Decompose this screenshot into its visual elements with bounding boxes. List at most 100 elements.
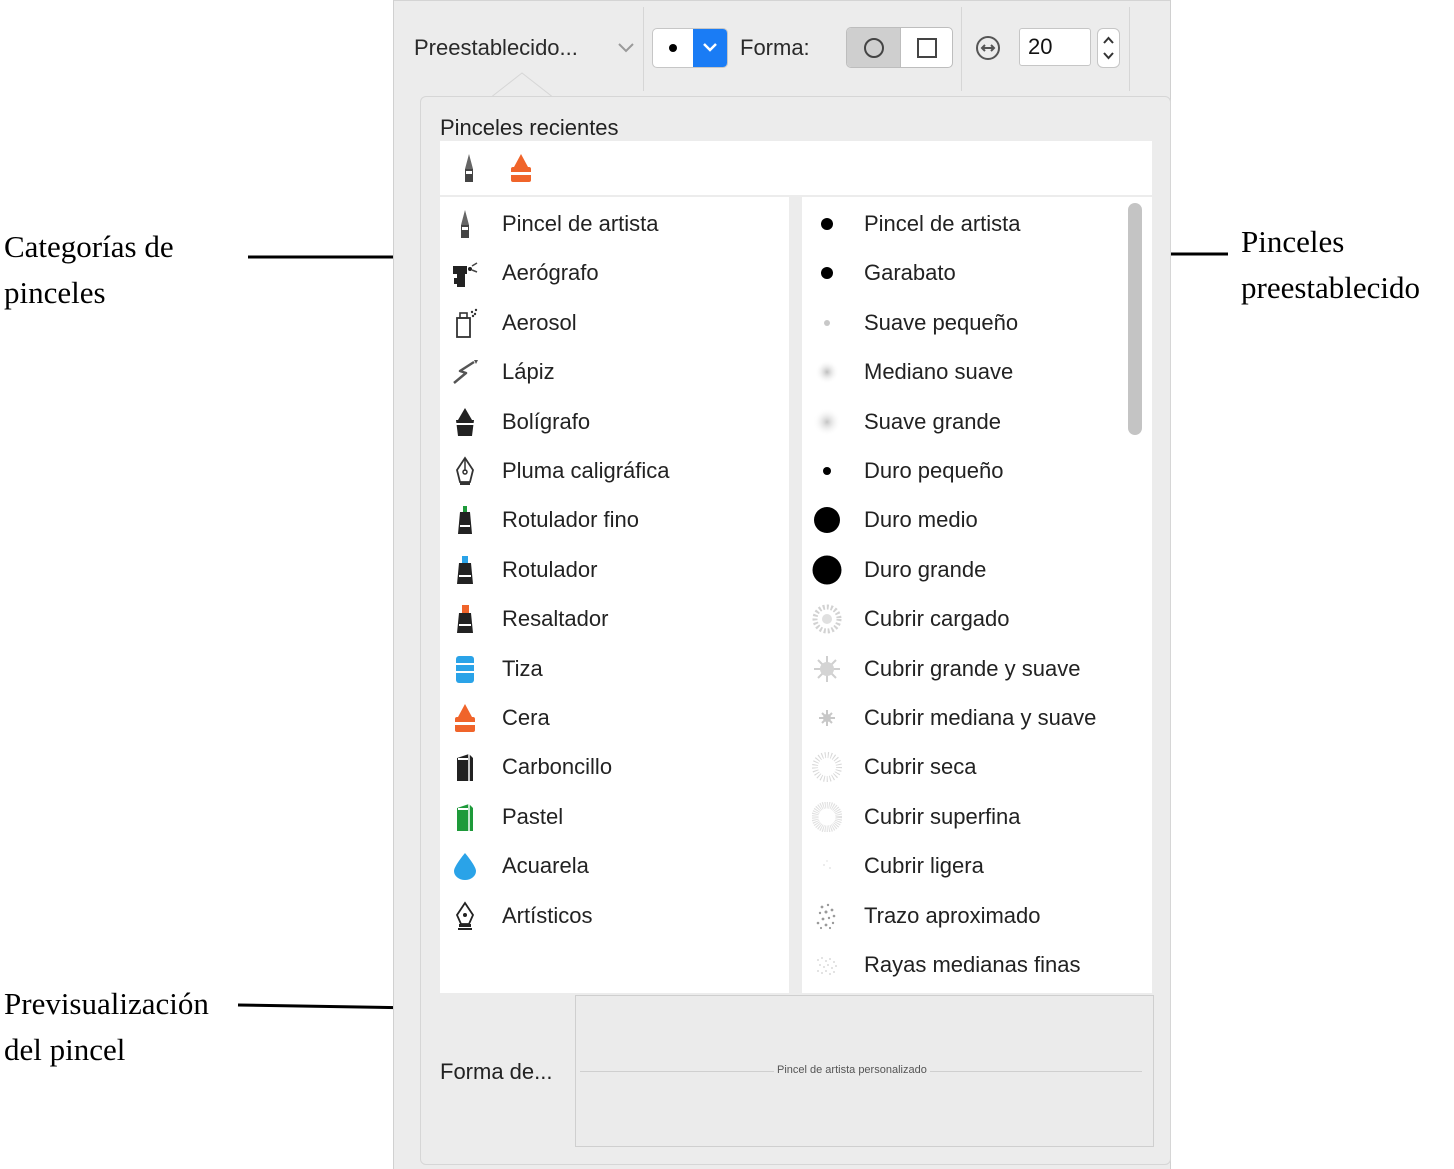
preset-item[interactable]: Duro pequeño bbox=[812, 451, 1003, 491]
nib-size-stepper[interactable] bbox=[1097, 28, 1120, 68]
brush-tip-dropdown-button[interactable] bbox=[693, 29, 727, 67]
category-item-label: Aerosol bbox=[502, 309, 577, 335]
hard-tiny-dot-icon bbox=[812, 456, 842, 486]
preset-dropdown[interactable]: Preestablecido... bbox=[414, 31, 578, 65]
recent-brushes-title: Pinceles recientes bbox=[440, 115, 619, 140]
shape-round-button[interactable] bbox=[847, 28, 901, 67]
category-item-label: Rotulador fino bbox=[502, 507, 639, 533]
preset-item[interactable]: Cubrir ligera bbox=[812, 846, 984, 886]
pastel-icon bbox=[450, 802, 480, 832]
chevron-down-icon[interactable] bbox=[616, 41, 636, 55]
airbrush-icon bbox=[450, 258, 480, 288]
preset-item[interactable]: Suave pequeño bbox=[812, 303, 1018, 343]
shape-square-button[interactable] bbox=[901, 28, 952, 67]
preset-item[interactable]: Duro grande bbox=[812, 550, 986, 590]
preview-caption: Pincel de artista personalizado bbox=[774, 1064, 930, 1076]
preset-item[interactable]: Cubrir grande y suave bbox=[812, 649, 1080, 689]
marker-icon bbox=[450, 555, 480, 585]
texture-loaded-icon bbox=[812, 604, 842, 634]
preset-item-label: Cubrir ligera bbox=[864, 853, 984, 879]
category-item[interactable]: Pluma caligráfica bbox=[450, 451, 670, 491]
texture-splat-medium-icon bbox=[812, 703, 842, 733]
preset-item[interactable]: Cubrir mediana y suave bbox=[812, 698, 1096, 738]
texture-rough-icon bbox=[812, 901, 842, 931]
hard-small-dot-icon bbox=[812, 258, 842, 288]
preset-item[interactable]: Cubrir cargado bbox=[812, 599, 1010, 639]
texture-superfine-icon bbox=[812, 801, 842, 832]
category-item-label: Lápiz bbox=[502, 359, 555, 385]
preset-item[interactable]: Mediano suave bbox=[812, 352, 1013, 392]
preset-item-label: Duro grande bbox=[864, 556, 987, 582]
preset-item-label: Mediano suave bbox=[864, 359, 1014, 385]
artistic-pen-icon bbox=[450, 900, 480, 931]
texture-splat-large-icon bbox=[812, 654, 842, 684]
brush-tip-dot-icon bbox=[669, 44, 677, 52]
crayon-icon bbox=[511, 154, 531, 182]
preset-item[interactable]: Duro medio bbox=[812, 500, 978, 540]
preset-item[interactable]: Trazo aproximado bbox=[812, 896, 1040, 936]
category-item-label: Aerógrafo bbox=[502, 260, 599, 286]
brush-tip-picker[interactable] bbox=[652, 28, 728, 68]
nib-size-input[interactable]: 20 bbox=[1019, 28, 1091, 66]
preset-item[interactable]: Suave grande bbox=[812, 402, 1001, 442]
recent-brush-item[interactable] bbox=[506, 153, 536, 183]
preset-item-label: Cubrir cargado bbox=[864, 606, 1010, 632]
category-item-label: Rotulador bbox=[502, 556, 598, 582]
category-item[interactable]: Aerógrafo bbox=[450, 253, 599, 293]
spray-can-icon bbox=[450, 308, 480, 338]
ballpoint-pen-icon bbox=[450, 407, 480, 437]
charcoal-icon bbox=[450, 752, 480, 782]
category-item[interactable]: Pastel bbox=[450, 797, 563, 837]
preset-item[interactable]: Cubrir seca bbox=[812, 747, 976, 787]
category-item-label: Tiza bbox=[502, 655, 543, 681]
texture-dry-icon bbox=[812, 752, 842, 783]
category-item[interactable]: Cera bbox=[450, 698, 550, 738]
preset-item-label: Duro pequeño bbox=[864, 458, 1004, 483]
artist-brush-icon bbox=[465, 154, 473, 182]
shape-label: Forma: bbox=[740, 35, 810, 60]
preset-item[interactable]: Cubrir superfina bbox=[812, 797, 1021, 837]
chevron-down-icon bbox=[703, 43, 717, 52]
category-item-label: Pluma caligráfica bbox=[502, 458, 670, 483]
category-item[interactable]: Carboncillo bbox=[450, 747, 612, 787]
category-item[interactable]: Bolígrafo bbox=[450, 402, 590, 442]
category-item[interactable]: Resaltador bbox=[450, 599, 608, 639]
preset-item[interactable]: Garabato bbox=[812, 253, 956, 293]
category-item[interactable]: Pincel de artista bbox=[450, 204, 659, 244]
callout-categories-line2: pinceles bbox=[4, 275, 106, 310]
soft-medium-dot-icon bbox=[812, 357, 842, 387]
preset-item-label: Cubrir seca bbox=[864, 754, 977, 780]
category-item-label: Cera bbox=[502, 705, 550, 730]
category-item[interactable]: Lápiz bbox=[450, 352, 555, 392]
callout-presets: Pinceles preestablecido bbox=[1241, 219, 1420, 311]
recent-brushes-list bbox=[440, 141, 1152, 195]
preset-item[interactable]: Rayas medianas finas bbox=[812, 945, 1080, 985]
callout-preview-line1: Previsualización bbox=[4, 986, 209, 1021]
preset-item-label: Suave grande bbox=[864, 408, 1001, 434]
artist-brush-icon bbox=[450, 209, 480, 239]
pencil-icon bbox=[450, 357, 480, 387]
nib-size-icon bbox=[976, 36, 1000, 60]
preset-list-scrollbar[interactable] bbox=[1128, 203, 1142, 435]
app-window: Preestablecido... Forma: bbox=[393, 0, 1171, 1169]
preset-item-label: Suave pequeño bbox=[864, 309, 1019, 335]
category-item[interactable]: Aerosol bbox=[450, 303, 577, 343]
chalk-icon bbox=[450, 654, 480, 684]
callout-presets-line2: preestablecido bbox=[1241, 270, 1421, 305]
recent-brush-item[interactable] bbox=[454, 153, 484, 183]
category-item[interactable]: Rotulador fino bbox=[450, 500, 639, 540]
callout-categories: Categorías de pinceles bbox=[4, 224, 174, 316]
category-item-label: Pincel de artista bbox=[502, 211, 659, 236]
hard-small-dot-icon bbox=[812, 209, 842, 239]
shape-segmented-control bbox=[846, 27, 953, 68]
preset-dropdown-label: Preestablecido... bbox=[414, 35, 578, 60]
hard-large-dot-icon bbox=[812, 555, 842, 585]
category-item[interactable]: Rotulador bbox=[450, 550, 597, 590]
preset-item[interactable]: Pincel de artista bbox=[812, 204, 1021, 244]
category-item[interactable]: Artísticos bbox=[450, 896, 592, 936]
category-item[interactable]: Acuarela bbox=[450, 846, 589, 886]
preview-label: Forma de... bbox=[440, 1059, 553, 1084]
category-item[interactable]: Tiza bbox=[450, 649, 543, 689]
callout-preview: Previsualización del pincel bbox=[4, 981, 209, 1073]
